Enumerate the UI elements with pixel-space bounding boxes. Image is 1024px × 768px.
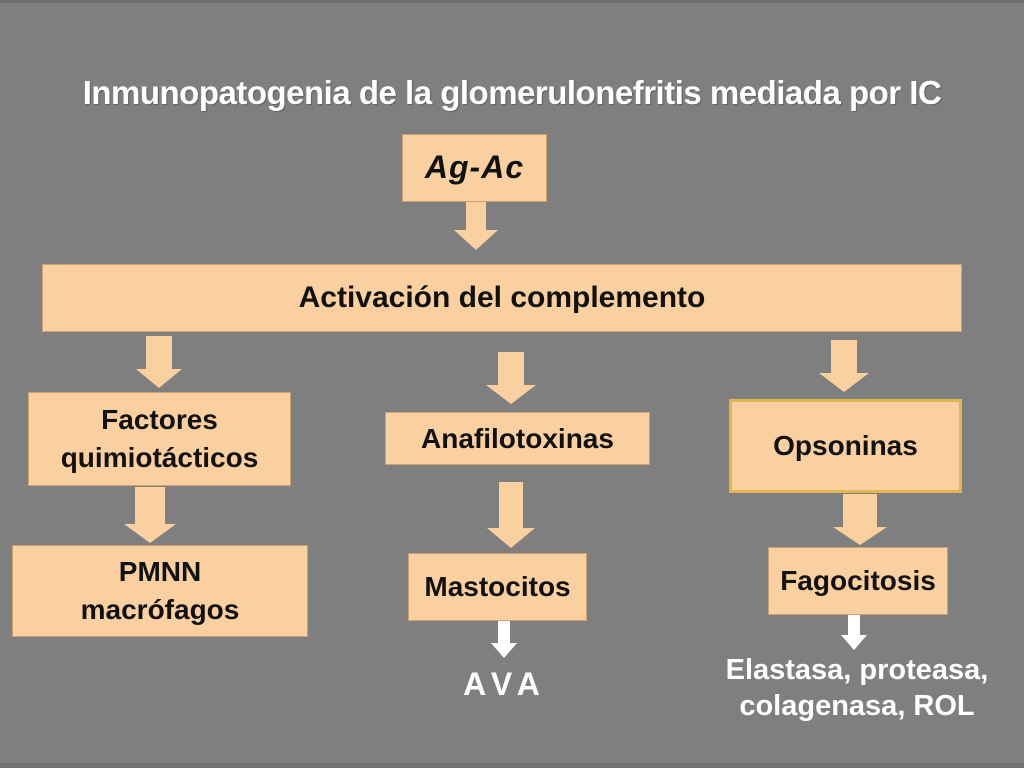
arrow-mastocitos-to-ava-icon [491,621,517,658]
top-edge-strip [0,0,1024,3]
slide-title: Inmunopatogenia de la glomerulonefritis … [82,74,942,111]
label-ava: AVA [463,666,547,702]
arrow-activacion-to-anafilotoxinas-icon [486,352,536,404]
node-mastocitos: Mastocitos [408,553,587,621]
node-ag-ac: Ag-Ac [402,134,547,202]
label-elastasa-proteasa-colagenasa-rol: Elastasa, proteasa, colagenasa, ROL [725,654,989,723]
node-anafilotoxinas: Anafilotoxinas [385,412,650,465]
arrow-agac-to-activacion-icon [454,200,498,250]
arrow-factores-to-pmnn-icon [124,487,176,543]
arrow-opsoninas-to-fagocitosis-icon [833,494,887,545]
arrow-fagocitosis-to-elastasa-icon [841,613,867,650]
node-activacion-del-complemento: Activación del complemento [42,264,962,332]
arrow-activacion-to-opsoninas-icon [819,340,869,392]
arrow-anafilotoxinas-to-mastocitos-icon [487,482,535,548]
node-pmnn-macrofagos: PMNN macrófagos [12,545,308,637]
node-fagocitosis: Fagocitosis [768,547,948,615]
arrow-activacion-to-factores-icon [136,336,182,388]
bottom-edge-strip [0,763,1024,768]
node-factores-quimiotacticos: Factores quimiotácticos [28,392,291,486]
node-opsoninas: Opsoninas [729,399,962,493]
